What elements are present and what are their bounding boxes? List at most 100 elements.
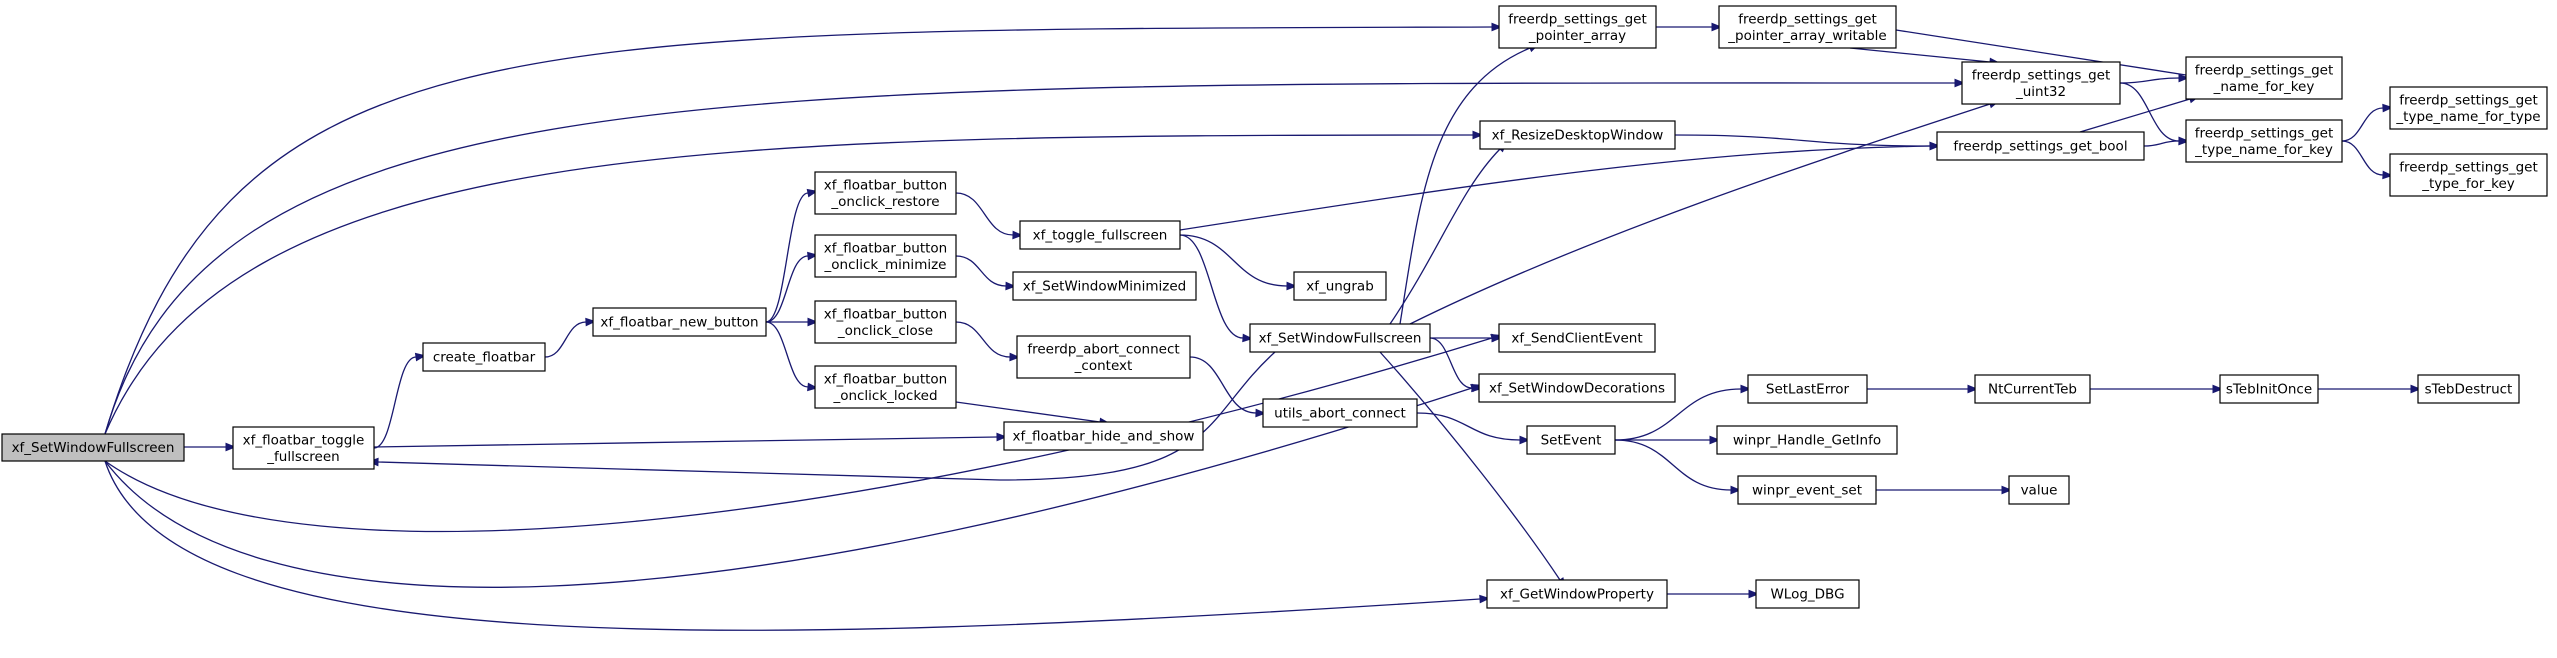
edge-toggle_fullscreen-to-ungrab [1179,234,1298,291]
edge-set_window_fullscreen-to-get_pointer_array [1399,43,1540,325]
edge-arrowhead [2001,485,2013,495]
node-pointer-array-writable[interactable]: freerdp_settings_get_pointer_array_writa… [1718,5,1897,49]
node-wlog-dbg[interactable]: WLog_DBG [1755,579,1860,609]
node-box [1498,323,1656,353]
edge-arrowhead [2178,73,2190,83]
edge-arrowhead [1472,130,1484,140]
node-set-window-fullscreen[interactable]: xf_SetWindowFullscreen [1249,323,1431,353]
node-box [2219,374,2319,404]
edge-arrowhead [1009,352,1021,362]
edge-line [104,337,1493,533]
node-resize-desktop-window[interactable]: xf_ResizeDesktopWindow [1479,120,1676,150]
node-box [1,433,185,462]
node-ungrab[interactable]: xf_ungrab [1293,271,1387,301]
node-label: utils_abort_connect [1274,406,1406,422]
node-set-last-error[interactable]: SetLastError [1747,374,1868,404]
node-type-name-for-type[interactable]: freerdp_settings_get_type_name_for_type [2389,86,2548,130]
node-label: _context [1074,358,1133,374]
node-get-bool[interactable]: freerdp_settings_get_bool [1936,131,2145,161]
node-get-window-property[interactable]: xf_GetWindowProperty [1486,579,1668,609]
node-winpr-event-set[interactable]: winpr_event_set [1737,475,1877,505]
edge-arrowhead [1929,141,1941,151]
edge-resize_desktop_window-to-get_bool [1674,134,1941,151]
node-box [814,365,957,409]
edge-create_floatbar-to-floatbar_new_button [544,317,597,358]
node-label: _onclick_restore [830,194,939,210]
node-box [1012,271,1197,301]
node-label: SetLastError [1766,382,1850,398]
edge-line [104,134,1474,435]
node-floatbar-toggle[interactable]: xf_floatbar_toggle_fullscreen [232,426,375,470]
node-label: _type_name_for_key [2194,142,2333,158]
node-floatbar-hide-and-show[interactable]: xf_floatbar_hide_and_show [1003,421,1204,451]
node-onclick-close[interactable]: xf_floatbar_button_onclick_close [814,300,957,344]
edge-line [1849,47,1991,63]
edge-set_window_fullscreen-to-resize_desktop_window [1389,141,1508,325]
node-label: SetEvent [1541,433,1602,449]
edge-line [104,82,1956,435]
node-toggle-fullscreen[interactable]: xf_toggle_fullscreen [1019,220,1181,250]
node-box [2389,153,2548,197]
node-send-client-event[interactable]: xf_SendClientEvent [1498,323,1656,353]
edge-line [104,460,1481,631]
node-label: freerdp_settings_get [2195,125,2334,141]
node-utils-abort-connect[interactable]: utils_abort_connect [1262,398,1418,428]
node-value[interactable]: value [2008,475,2070,505]
node-handle-get-info[interactable]: winpr_Handle_GetInfo [1716,425,1898,455]
edge-arrowhead [2410,384,2422,394]
edge-line [1179,234,1288,287]
edge-line [1179,234,1244,339]
edge-onclick_minimize-to-set_window_minimized [955,255,1017,291]
edge-winpr_event_set-to-value [1876,485,2013,495]
node-box [1737,475,1877,505]
edge-floatbar_toggle-to-floatbar_hide_and_show [373,432,1008,448]
node-set-window-minimized[interactable]: xf_SetWindowMinimized [1012,271,1197,301]
node-box [1498,5,1657,49]
node-label: _type_name_for_type [2395,109,2540,125]
node-get-type-name-for-key[interactable]: freerdp_settings_get_type_name_for_key [2185,119,2343,163]
edge-arrowhead [1491,22,1503,32]
edge-line [1179,145,1931,231]
node-box [2389,86,2548,130]
node-box [1718,5,1897,49]
node-onclick-restore[interactable]: xf_floatbar_button_onclick_restore [814,171,957,215]
edge-line [1614,388,1742,441]
edge-arrowhead [996,432,1008,442]
edge-arrowhead [1012,230,1024,240]
edge-arrowhead [1954,78,1966,88]
node-floatbar-new-button[interactable]: xf_floatbar_new_button [592,307,767,337]
node-box [422,342,546,372]
node-create-floatbar[interactable]: create_floatbar [422,342,546,372]
node-steb-destruct[interactable]: sTebDestruct [2417,374,2520,404]
node-steb-init-once[interactable]: sTebInitOnce [2219,374,2319,404]
edge-line [1416,412,1521,441]
edge-arrowhead [1711,22,1723,32]
node-nt-current-teb[interactable]: NtCurrentTeb [1974,374,2091,404]
node-onclick-locked[interactable]: xf_floatbar_button_onclick_locked [814,365,957,409]
node-set-window-decorations[interactable]: xf_SetWindowDecorations [1478,373,1676,403]
node-label: xf_SetWindowDecorations [1489,381,1665,397]
node-get-uint32[interactable]: freerdp_settings_get_uint32 [1961,61,2121,105]
node-set-event[interactable]: SetEvent [1526,425,1616,455]
node-get-type-for-key[interactable]: freerdp_settings_get_type_for_key [2389,153,2548,197]
edge-line [2341,140,2384,176]
edge-floatbar_new_button-to-onclick_close [766,317,819,327]
node-box [2185,56,2343,100]
node-get-name-for-key[interactable]: freerdp_settings_get_name_for_key [2185,56,2343,100]
node-get-pointer-array[interactable]: freerdp_settings_get_pointer_array [1498,5,1657,49]
edge-arrowhead [1005,281,1017,291]
edge-line [544,321,587,358]
node-root[interactable]: xf_SetWindowFullscreen [1,433,185,462]
node-label: winpr_Handle_GetInfo [1733,433,1881,449]
edge-line [1389,148,1501,325]
node-abort-connect-context[interactable]: freerdp_abort_connect_context [1016,335,1191,379]
edge-floatbar_new_button-to-onclick_minimize [765,251,819,323]
node-label: sTebDestruct [2425,382,2513,398]
edge-line [373,436,998,448]
node-label: xf_ungrab [1306,279,1374,295]
edge-utils_abort_connect-to-set_event [1416,412,1531,445]
node-onclick-minimize[interactable]: xf_floatbar_button_onclick_minimize [814,234,957,278]
node-label: xf_floatbar_hide_and_show [1013,429,1195,445]
edge-line [1379,351,1561,581]
